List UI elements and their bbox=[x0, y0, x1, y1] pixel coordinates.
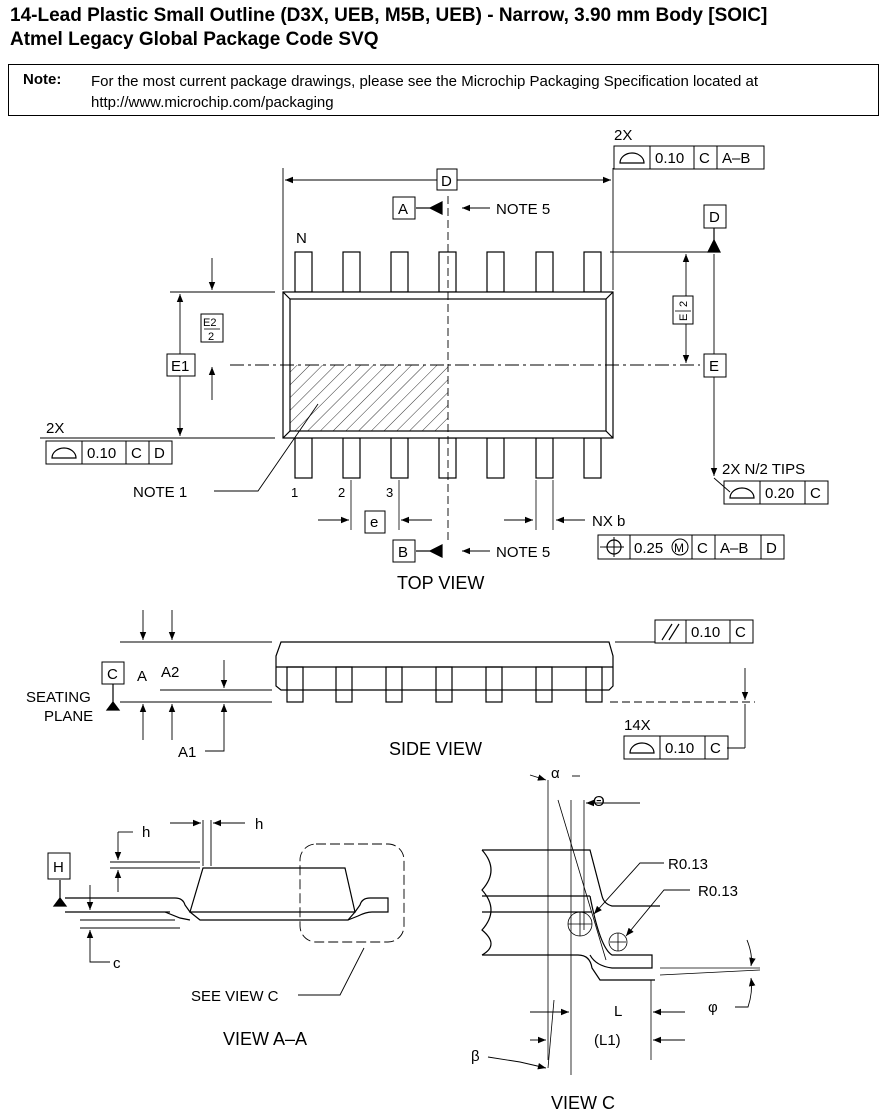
view-c-caption: VIEW C bbox=[551, 1093, 615, 1113]
note-box: Note: For the most current package drawi… bbox=[8, 64, 879, 116]
par-value: 0.10 bbox=[691, 624, 720, 641]
e-pitch-label: e bbox=[370, 514, 378, 531]
top-view-labels: N 1 2 3 D A NOTE 5 D E E1 E2 2 E 2 NOTE … bbox=[45, 127, 829, 593]
pos-mmc: M bbox=[674, 541, 684, 555]
e-half-numerator: E bbox=[678, 314, 690, 321]
pos-c: C bbox=[697, 540, 708, 557]
pin-n-label: N bbox=[296, 230, 307, 247]
fcf-tips-frame: 0.20 C bbox=[723, 480, 829, 505]
top-view-caption: TOP VIEW bbox=[397, 573, 484, 593]
r013-label-2: R0.13 bbox=[698, 883, 738, 900]
alpha-label: α bbox=[551, 765, 560, 782]
fcf-left-count: 2X bbox=[46, 420, 64, 437]
fcf-left-c: C bbox=[131, 445, 142, 462]
view-c-labels: α Θ R0.13 R0.13 L (L1) β φ VIEW C bbox=[471, 765, 738, 1113]
seating-label-1: SEATING bbox=[26, 689, 91, 706]
tips-value: 0.20 bbox=[765, 485, 794, 502]
fcf-top-c: C bbox=[699, 150, 710, 167]
flat-c: C bbox=[710, 740, 721, 757]
pos-ref2: D bbox=[766, 540, 777, 557]
side-view-labels: C A A2 A1 SEATING PLANE SIDE VIEW 0.10 C… bbox=[26, 619, 754, 761]
side-view bbox=[105, 610, 755, 752]
parallelism-icon bbox=[661, 623, 680, 641]
fcf-top-value: 0.10 bbox=[655, 150, 684, 167]
par-c: C bbox=[735, 624, 746, 641]
fcf-left-ref: D bbox=[154, 445, 165, 462]
fcf-top-ref: A–B bbox=[722, 150, 750, 167]
c-label: c bbox=[113, 955, 121, 972]
title-line-1: 14-Lead Plastic Small Outline (D3X, UEB,… bbox=[10, 5, 768, 26]
fcf-left-frame: 0.10 C D bbox=[45, 440, 173, 465]
title-line-2: Atmel Legacy Global Package Code SVQ bbox=[10, 29, 379, 50]
view-aa-labels: H h h c SEE VIEW C VIEW A–A bbox=[47, 816, 307, 1049]
nxb-label: NX b bbox=[592, 513, 625, 530]
e-half-denominator: 2 bbox=[678, 301, 690, 307]
theta-label: Θ bbox=[593, 793, 605, 810]
l1-label: (L1) bbox=[594, 1032, 621, 1049]
fcf-position-frame: 0.25 M C A–B D bbox=[597, 534, 785, 560]
datum-d-label: D bbox=[709, 209, 720, 226]
e2-denominator: 2 bbox=[208, 331, 214, 343]
note1-label: NOTE 1 bbox=[133, 484, 187, 501]
view-aa-caption: VIEW A–A bbox=[223, 1029, 307, 1049]
pin-3-label: 3 bbox=[386, 485, 393, 500]
fcf-left-value: 0.10 bbox=[87, 445, 116, 462]
note-label: Note: bbox=[23, 71, 62, 88]
datum-c-label: C bbox=[107, 666, 118, 683]
e2-numerator: E2 bbox=[203, 317, 216, 329]
tips-label: 2X N/2 TIPS bbox=[722, 461, 805, 478]
view-c bbox=[481, 774, 761, 1075]
datum-a-label: A bbox=[398, 201, 408, 218]
position-icon bbox=[604, 537, 624, 557]
side-view-caption: SIDE VIEW bbox=[389, 739, 482, 759]
l-label: L bbox=[614, 1003, 622, 1020]
flat-value: 0.10 bbox=[665, 740, 694, 757]
note5-bottom: NOTE 5 bbox=[496, 544, 550, 561]
see-view-c-label: SEE VIEW C bbox=[191, 988, 279, 1005]
pin1-hatch bbox=[290, 365, 448, 431]
datum-h-label: H bbox=[53, 859, 64, 876]
side-leads bbox=[286, 666, 603, 703]
dim-a2-label: A2 bbox=[161, 664, 179, 681]
h-label-2: h bbox=[255, 816, 263, 833]
dim-a-label: A bbox=[137, 668, 147, 685]
datum-d-dim-label: D bbox=[441, 173, 452, 190]
note5-top: NOTE 5 bbox=[496, 201, 550, 218]
seating-label-2: PLANE bbox=[44, 708, 93, 725]
tips-c: C bbox=[810, 485, 821, 502]
pos-value: 0.25 bbox=[634, 540, 663, 557]
fcf-parallel-frame: 0.10 C bbox=[654, 619, 754, 644]
r013-label-1: R0.13 bbox=[668, 856, 708, 873]
datum-e-label: E bbox=[709, 358, 719, 375]
h-label-1: h bbox=[142, 824, 150, 841]
pin-2-label: 2 bbox=[338, 485, 345, 500]
view-aa bbox=[52, 819, 405, 996]
dim-a1-label: A1 bbox=[178, 744, 196, 761]
flat-count: 14X bbox=[624, 717, 651, 734]
datum-e1-label: E1 bbox=[171, 358, 189, 375]
fcf-top-frame: 0.10 C A–B bbox=[613, 145, 765, 170]
pin-1-label: 1 bbox=[291, 485, 298, 500]
pos-ref1: A–B bbox=[720, 540, 748, 557]
top-view bbox=[40, 168, 731, 558]
drawing-title: 14-Lead Plastic Small Outline (D3X, UEB,… bbox=[10, 4, 767, 52]
datum-b-label: B bbox=[398, 544, 408, 561]
fcf-flat-frame: 0.10 C bbox=[623, 735, 729, 760]
note-text: For the most current package drawings, p… bbox=[91, 73, 759, 111]
beta-label: β bbox=[471, 1048, 480, 1065]
fcf-top-count: 2X bbox=[614, 127, 632, 144]
phi-label: φ bbox=[708, 999, 718, 1016]
